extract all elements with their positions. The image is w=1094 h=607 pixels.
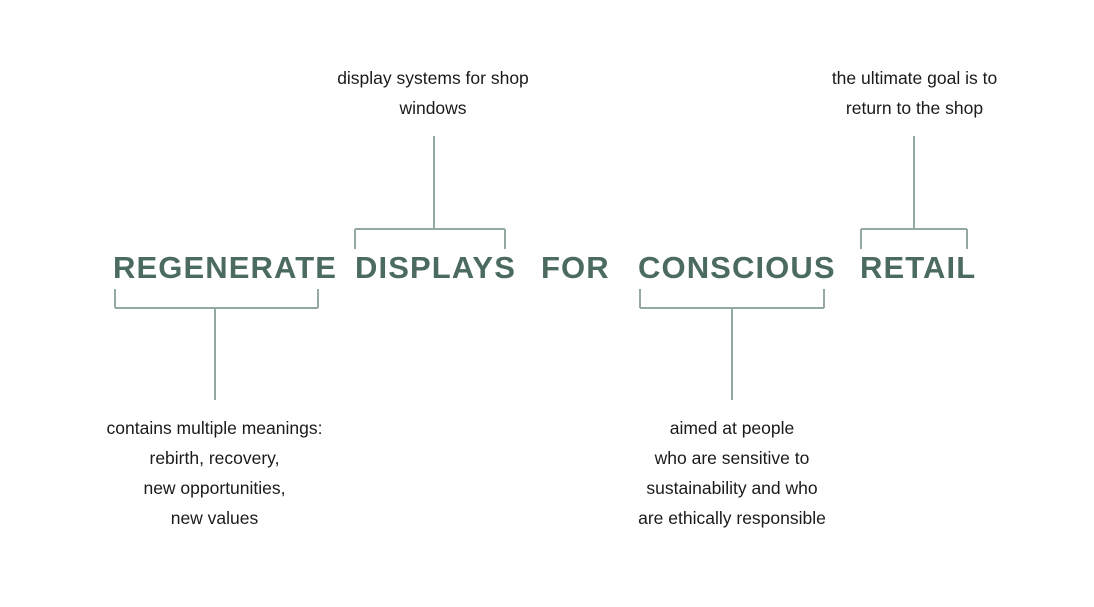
headline-word-displays: DISPLAYS bbox=[355, 250, 516, 285]
connector-displays bbox=[354, 136, 506, 249]
connector-regenerate bbox=[114, 289, 319, 400]
headline-word-conscious: CONSCIOUS bbox=[638, 250, 836, 285]
connector-retail bbox=[860, 136, 968, 249]
headline-phrase: REGENERATE DISPLAYS FOR CONSCIOUS RETAIL bbox=[0, 246, 1094, 290]
connector-conscious bbox=[639, 289, 825, 400]
annotation-displays: display systems for shop windows bbox=[337, 68, 529, 118]
annotation-conscious: aimed at people who are sensitive to sus… bbox=[638, 418, 826, 528]
annotation-retail: the ultimate goal is to return to the sh… bbox=[831, 68, 998, 118]
headline-word-retail: RETAIL bbox=[860, 250, 977, 285]
headline-word-for: FOR bbox=[541, 250, 610, 285]
headline-word-regenerate: REGENERATE bbox=[113, 250, 338, 285]
annotation-regenerate: contains multiple meanings: rebirth, rec… bbox=[106, 418, 323, 528]
